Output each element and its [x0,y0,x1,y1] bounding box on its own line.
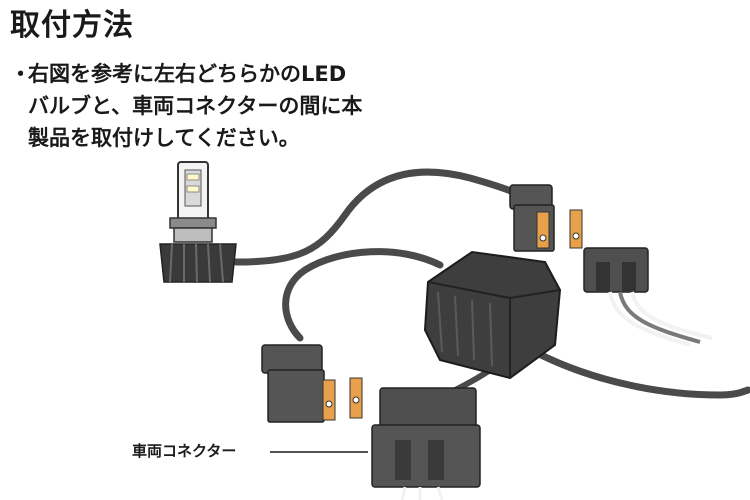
callout-label: 車両コネクター [132,442,237,460]
bulb-cable [232,168,524,266]
socket-connector-icon [583,247,713,347]
instruction-text: 右図を参考に左右どちらかのLED バルブと、車両コネクターの間に本 製品を取付け… [28,62,363,150]
bullet-mark: ・ [10,62,31,86]
driver-box-icon [423,250,562,380]
h4-plug-icon [509,184,583,252]
driver-cable-loop [282,248,444,342]
driver-cable-right [531,348,750,399]
vehicle-connector-icon [371,387,481,500]
instruction-list: ・ 右図を参考に左右どちらかのLED バルブと、車両コネクターの間に本 製品を取… [10,58,430,154]
instruction-item: ・ 右図を参考に左右どちらかのLED バルブと、車両コネクターの間に本 製品を取… [10,58,430,154]
page-title: 取付方法 [10,8,134,43]
led-bulb-icon [159,161,237,283]
h4-plug-lower-icon [261,344,363,423]
